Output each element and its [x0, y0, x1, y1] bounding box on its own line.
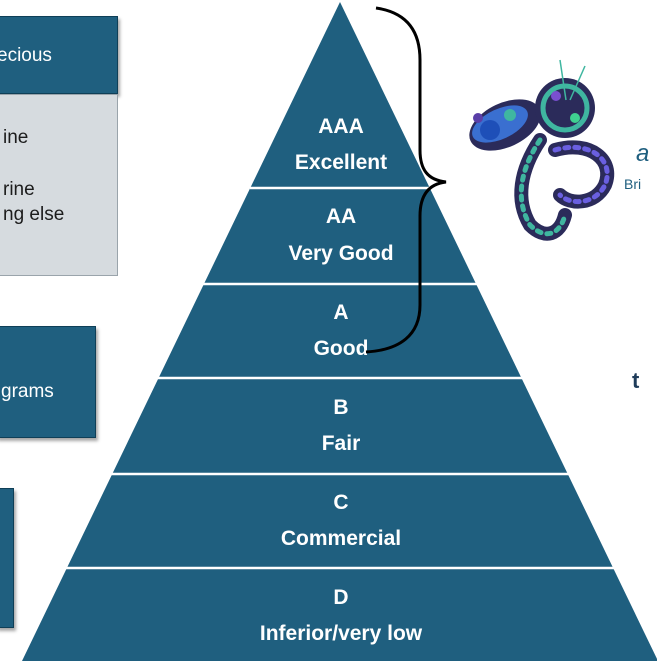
tier-b-label: Fair	[322, 432, 361, 455]
tier-a-grade: A	[333, 301, 348, 324]
precious-box-line-3: ng else	[3, 204, 65, 226]
logo-tagline: Bri	[624, 176, 642, 192]
grouping-brace	[365, 6, 447, 354]
tier-d-grade: D	[333, 586, 348, 609]
precious-box-line-2: rine	[3, 178, 35, 200]
tier-d-label: Inferior/very low	[260, 622, 423, 645]
tier-aa-label: Very Good	[288, 242, 393, 265]
tier-aaa-label: Excellent	[295, 151, 387, 174]
precious-box-line-1: ine	[3, 127, 29, 148]
programs-box: grams	[0, 326, 96, 438]
tier-b-grade: B	[333, 396, 348, 419]
tier-aa-grade: AA	[326, 205, 356, 228]
precious-box-body: ine rine ng else	[0, 94, 118, 276]
tier-aaa-grade: AAA	[318, 115, 364, 138]
right-text-fragment: t	[632, 368, 640, 393]
programs-box-text: grams	[1, 381, 54, 402]
tier-c-label: Commercial	[281, 527, 401, 550]
bottom-box	[0, 488, 14, 628]
pyramid-shape	[22, 2, 657, 661]
butterfly-icon	[469, 59, 614, 241]
logo-letter: a	[636, 140, 650, 167]
precious-box-header: ecious	[0, 16, 118, 94]
tier-c-grade: C	[333, 491, 348, 514]
tier-a-label: Good	[314, 337, 369, 360]
tier-dividers	[65, 186, 615, 570]
precious-box-header-text: ecious	[0, 45, 52, 66]
